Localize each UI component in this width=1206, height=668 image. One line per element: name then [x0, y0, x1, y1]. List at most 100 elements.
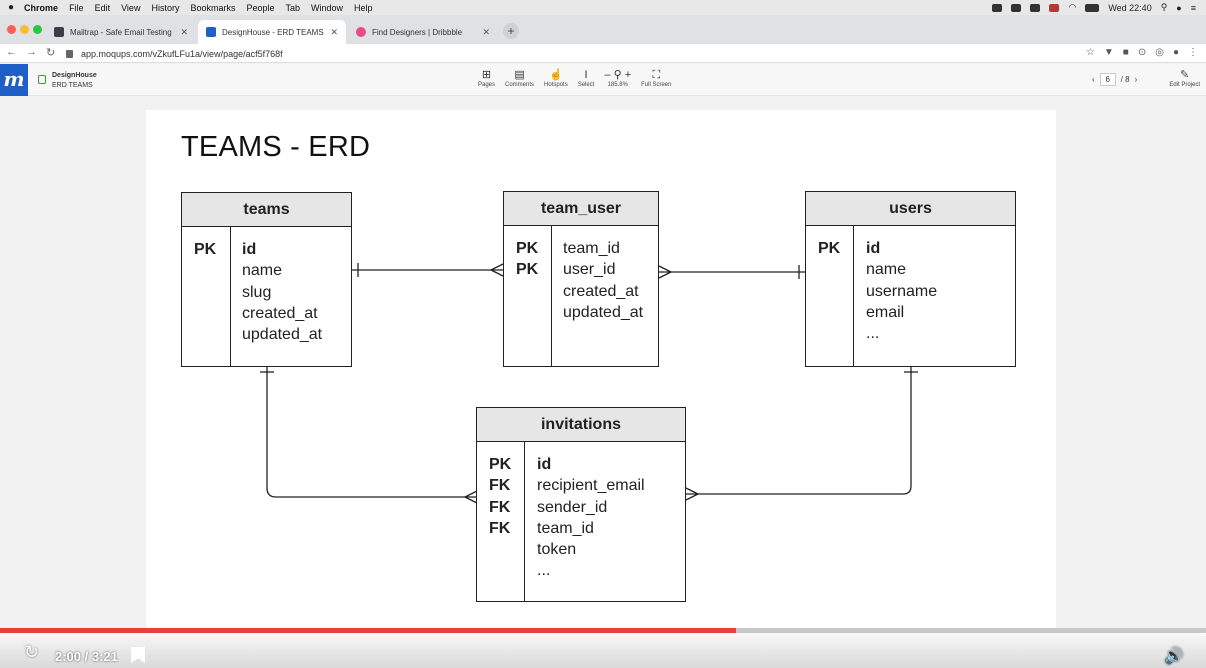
- menu-edit[interactable]: Edit: [94, 2, 111, 13]
- entity-users[interactable]: users PK id name username email ...: [805, 191, 1016, 367]
- clock[interactable]: Wed 22:40: [1108, 2, 1152, 13]
- back-arrow-icon[interactable]: ←: [6, 46, 17, 58]
- menu-history[interactable]: History: [151, 2, 180, 13]
- forward-arrow-icon[interactable]: →: [26, 46, 37, 58]
- moqups-logo[interactable]: m: [0, 64, 28, 96]
- field: slug: [242, 283, 272, 301]
- pages-button[interactable]: ⊞ Pages: [478, 69, 496, 88]
- video-player-controls: ↻ 2:00 / 3:21 🔊: [0, 633, 1206, 668]
- menu-window[interactable]: Window: [311, 2, 344, 13]
- hotspots-button[interactable]: ☝ Hotspots: [544, 69, 568, 88]
- chevron-left-icon[interactable]: ‹: [1092, 75, 1095, 84]
- menu-help[interactable]: Help: [354, 2, 373, 13]
- extension-icon[interactable]: ■: [1122, 47, 1129, 58]
- key-label: PK: [489, 456, 512, 473]
- entity-teams[interactable]: teams PK id name slug created_at updated…: [181, 192, 352, 367]
- fullscreen-button[interactable]: ⛶ Full Screen: [641, 69, 672, 88]
- select-button[interactable]: I Select: [577, 69, 595, 88]
- field: created_at: [563, 282, 639, 300]
- edit-project-button[interactable]: ✎ Edit Project: [1169, 69, 1200, 88]
- field-column: id name username email ...: [866, 226, 937, 344]
- menu-chrome[interactable]: Chrome: [24, 2, 59, 13]
- comment-icon: ▤: [514, 69, 525, 81]
- entity-invitations[interactable]: invitations PK FK FK FK id recipient_ema…: [476, 407, 686, 602]
- profile-avatar-icon[interactable]: ●: [1172, 47, 1179, 58]
- key-label: PK: [516, 261, 539, 279]
- more-menu-icon[interactable]: ⋮: [1188, 47, 1198, 58]
- tab-designhouse[interactable]: DesignHouse - ERD TEAMS - Mo ✕: [198, 20, 346, 44]
- wifi-icon[interactable]: ◠: [1068, 2, 1077, 12]
- close-tab-icon[interactable]: ✕: [330, 26, 338, 37]
- key-label: FK: [489, 477, 511, 495]
- browser-tab-strip: Mailtrap - Safe Email Testing ✕ DesignHo…: [0, 15, 1206, 44]
- menu-people[interactable]: People: [246, 2, 275, 13]
- extension-icon[interactable]: ▼: [1103, 47, 1114, 58]
- tab-title: Mailtrap - Safe Email Testing: [70, 27, 172, 37]
- bookmark-icon[interactable]: [131, 647, 145, 663]
- key-label: FK: [489, 519, 511, 537]
- notification-center-icon[interactable]: ≡: [1190, 2, 1196, 13]
- maximize-window-icon[interactable]: [33, 25, 42, 34]
- field: sender_id: [537, 498, 608, 516]
- project-name: DesignHouse: [52, 72, 97, 79]
- minimize-window-icon[interactable]: [20, 25, 29, 34]
- field: username: [866, 282, 938, 300]
- entity-team-user[interactable]: team_user PK PK team_id user_id created_…: [503, 191, 659, 367]
- tab-dribbble[interactable]: Find Designers | Dribbble ✕: [348, 20, 498, 44]
- field: team_id: [563, 240, 620, 257]
- menu-view[interactable]: View: [121, 2, 141, 13]
- lock-icon: [38, 75, 46, 84]
- entity-name: invitations: [477, 408, 685, 442]
- page-number-input[interactable]: 6: [1099, 73, 1116, 86]
- user-icon[interactable]: ●: [1176, 2, 1182, 13]
- new-tab-button[interactable]: +: [503, 23, 519, 39]
- airplay-icon[interactable]: [1030, 3, 1041, 12]
- view-tools: ⊞ Pages ▤ Comments ☝ Hotspots I Select –…: [478, 68, 681, 88]
- zoom-control[interactable]: – ⚲ + 185.8%: [604, 68, 631, 88]
- field: ...: [537, 562, 551, 580]
- battery-icon[interactable]: [1085, 3, 1100, 12]
- reload-icon[interactable]: ↻: [46, 47, 56, 59]
- lock-icon: [66, 49, 73, 58]
- field: id: [537, 456, 552, 473]
- moqups-header: m DesignHouse ERD TEAMS ⊞ Pages ▤ Commen…: [0, 64, 1206, 96]
- spotlight-icon[interactable]: ⚲: [1160, 2, 1168, 12]
- tab-title: DesignHouse - ERD TEAMS - Mo: [222, 27, 324, 37]
- extension-icon[interactable]: ◎: [1155, 47, 1164, 58]
- extension-icon[interactable]: ⊙: [1137, 47, 1147, 58]
- many-marker: [464, 490, 478, 504]
- close-tab-icon[interactable]: ✕: [482, 26, 490, 37]
- video-progress-fill[interactable]: [0, 628, 736, 633]
- comments-button[interactable]: ▤ Comments: [505, 69, 535, 88]
- menu-bookmarks[interactable]: Bookmarks: [190, 2, 236, 13]
- many-marker: [490, 263, 504, 277]
- field: team_id: [537, 519, 594, 537]
- flag-icon[interactable]: [1049, 3, 1060, 12]
- relation-users-invitations: [686, 366, 912, 495]
- tab-mailtrap[interactable]: Mailtrap - Safe Email Testing ✕: [46, 20, 196, 44]
- entity-name: users: [806, 192, 1015, 226]
- mailtrap-favicon-icon: [54, 27, 64, 37]
- menu-file[interactable]: File: [69, 2, 84, 13]
- many-marker: [685, 487, 699, 501]
- menu-tab[interactable]: Tab: [285, 2, 301, 13]
- fullscreen-icon: ⛶: [652, 69, 661, 81]
- field-column: id name slug created_at updated_at: [242, 227, 322, 345]
- apple-icon[interactable]: ●: [8, 2, 15, 13]
- volume-icon[interactable]: 🔊: [1164, 648, 1184, 665]
- close-window-icon[interactable]: [7, 25, 16, 34]
- close-tab-icon[interactable]: ✕: [180, 26, 188, 37]
- diagram-title: TEAMS - ERD: [181, 131, 371, 163]
- field: user_id: [563, 261, 616, 279]
- replay-icon[interactable]: ↻: [24, 642, 40, 662]
- field: recipient_email: [537, 477, 645, 495]
- browser-toolbar: ← → ↻ app.moqups.com/vZkufLFu1a/view/pag…: [0, 44, 1206, 63]
- cloud-icon[interactable]: [1011, 3, 1022, 12]
- bookmark-star-icon[interactable]: ☆: [1085, 47, 1095, 58]
- screen-record-icon[interactable]: [992, 3, 1003, 12]
- address-bar[interactable]: app.moqups.com/vZkufLFu1a/view/page/acf5…: [66, 46, 1086, 61]
- chevron-right-icon[interactable]: ›: [1134, 75, 1138, 84]
- field: email: [866, 303, 905, 321]
- field: name: [242, 262, 283, 280]
